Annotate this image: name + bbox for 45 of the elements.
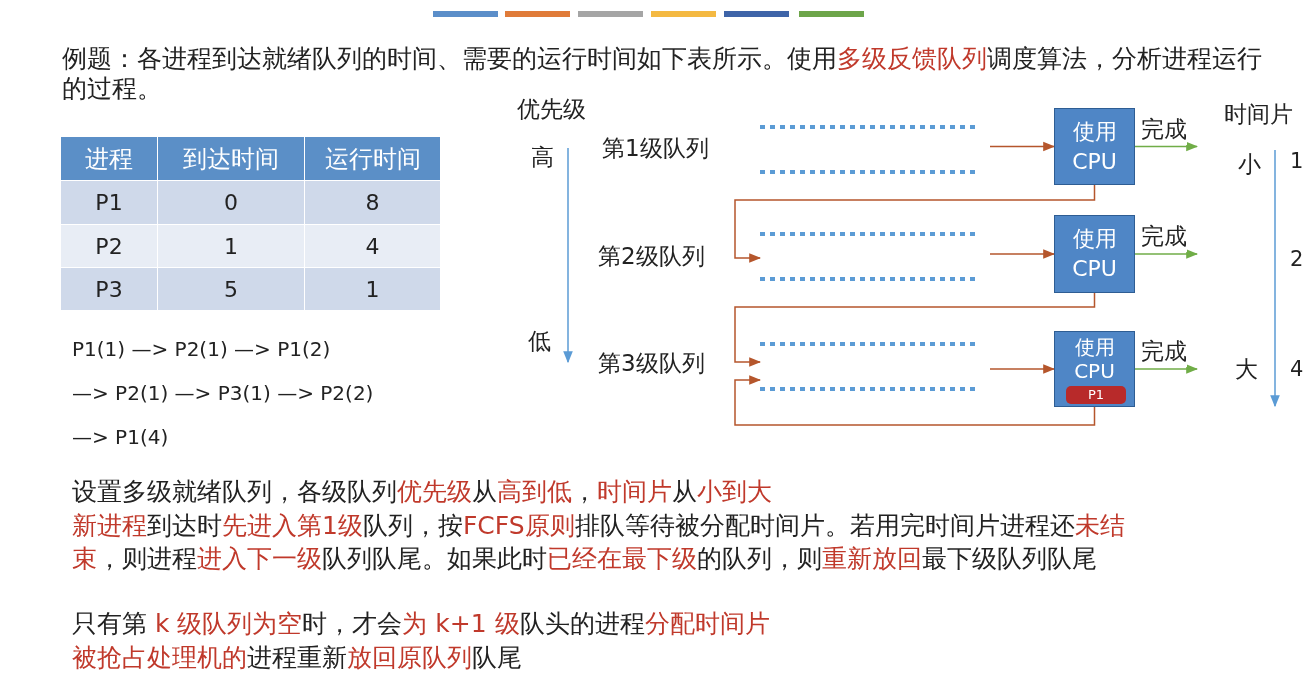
table-cell: P2 xyxy=(61,225,157,267)
axis-label: 高 xyxy=(531,143,554,172)
edge-label: 完成 xyxy=(1141,336,1187,367)
axis-label: 大 xyxy=(1235,355,1258,384)
cpu-box: 使用 CPU xyxy=(1054,108,1135,185)
table-cell: 8 xyxy=(305,181,440,224)
table-cell: P1 xyxy=(61,181,157,224)
table-cell: 5 xyxy=(158,268,304,310)
table-header-cell: 进程 xyxy=(61,137,157,180)
arrow xyxy=(989,141,1056,152)
cpu-box: 使用 CPU xyxy=(1054,215,1135,293)
axis-label: 2 xyxy=(1290,246,1304,273)
arrow xyxy=(989,364,1056,374)
axis-label: 小 xyxy=(1238,150,1261,179)
sequence-text: —> P2(1) —> P3(1) —> P2(2) xyxy=(72,380,374,406)
note-text: 设置多级就绪队列，各级队列优先级从高到低，时间片从小到大 xyxy=(72,476,773,508)
axis-label: 4 xyxy=(1290,356,1304,383)
arrow xyxy=(734,375,1096,426)
table-cell: 4 xyxy=(305,225,440,267)
queue-label: 第3级队列 xyxy=(598,349,705,378)
table-cell: 0 xyxy=(158,181,304,224)
arrow xyxy=(734,184,1096,263)
arrow xyxy=(1134,249,1199,259)
queue-label: 第1级队列 xyxy=(602,134,709,163)
edge-label: 完成 xyxy=(1141,221,1187,252)
table-cell: 1 xyxy=(158,225,304,267)
process-badge: P1 xyxy=(1066,386,1126,404)
axis-title: 时间片 xyxy=(1224,100,1293,129)
arrow xyxy=(734,292,1096,367)
sequence-text: P1(1) —> P2(1) —> P1(2) xyxy=(72,336,331,362)
arrow xyxy=(989,249,1056,259)
axis-label: 低 xyxy=(528,327,551,356)
table-cell: P3 xyxy=(61,268,157,310)
note-text: 只有第 k 级队列为空时，才会为 k+1 级队头的进程分配时间片 xyxy=(72,608,771,640)
axis-label: 1 xyxy=(1290,148,1304,175)
note-text: 被抢占处理机的进程重新放回原队列队尾 xyxy=(72,642,523,674)
cpu-box: 使用 CPU P1 xyxy=(1054,331,1135,407)
sequence-text: —> P1(4) xyxy=(72,424,169,450)
table-header-cell: 到达时间 xyxy=(158,137,304,180)
table-header-cell: 运行时间 xyxy=(305,137,440,180)
arrow xyxy=(1134,364,1199,374)
queue-label: 第2级队列 xyxy=(598,242,705,271)
arrow xyxy=(1134,141,1199,152)
note-text: 新进程到达时先进入第1级队列，按FCFS原则排队等待被分配时间片。若用完时间片进程还未结束，则进程进入下一级队列队尾。如果此时已经在最下级的队列，则重新放回最下级队列队尾 xyxy=(72,510,1126,575)
table-cell: 1 xyxy=(305,268,440,310)
